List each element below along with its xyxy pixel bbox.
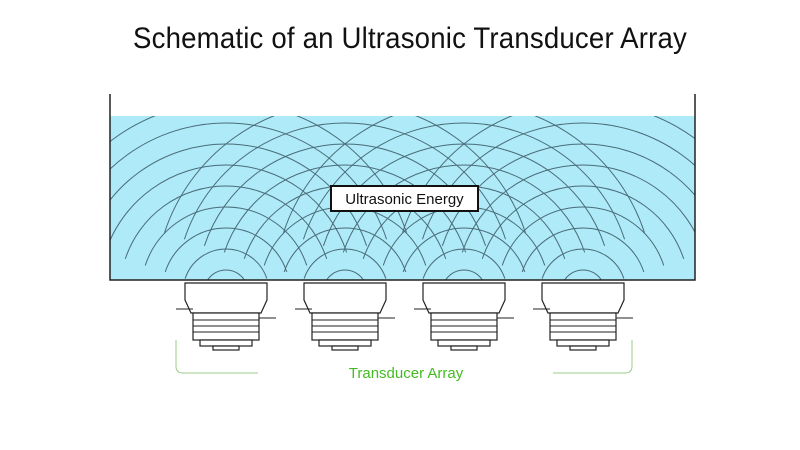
transducer <box>414 282 514 351</box>
wave-arc <box>110 122 388 240</box>
wave-arc <box>283 116 645 233</box>
wave-arc <box>402 116 695 233</box>
transducer <box>176 282 276 351</box>
tank-outline <box>109 94 696 281</box>
wave-arc <box>207 269 245 280</box>
wave-arc <box>110 164 348 253</box>
wave-arc <box>421 122 695 240</box>
wave-arc <box>445 269 483 280</box>
wave-arc <box>402 227 526 273</box>
bracket-right <box>553 340 633 374</box>
transducer-array <box>176 282 633 351</box>
bracket-left <box>175 340 258 374</box>
wave-arc <box>326 269 364 280</box>
wave-arc <box>481 185 685 260</box>
wave-arc <box>302 122 626 240</box>
wave-arc <box>521 227 645 273</box>
transducer <box>295 282 395 351</box>
wave-arc <box>501 206 665 266</box>
energy-label: Ultrasonic Energy <box>345 191 464 208</box>
wave-arc <box>183 122 507 240</box>
wave-arc <box>461 164 695 253</box>
wave-arc <box>144 206 308 266</box>
page-title: Schematic of an Ultrasonic Transducer Ar… <box>132 22 688 55</box>
wave-arc <box>541 248 625 279</box>
transducer <box>533 282 633 351</box>
array-label: Transducer Array <box>349 365 464 382</box>
wave-arc <box>283 227 407 273</box>
wave-arc <box>564 269 602 280</box>
wave-arc <box>164 227 288 273</box>
energy-label-box: Ultrasonic Energy <box>330 185 479 212</box>
wave-arc <box>110 116 407 233</box>
wave-arc <box>164 116 526 233</box>
